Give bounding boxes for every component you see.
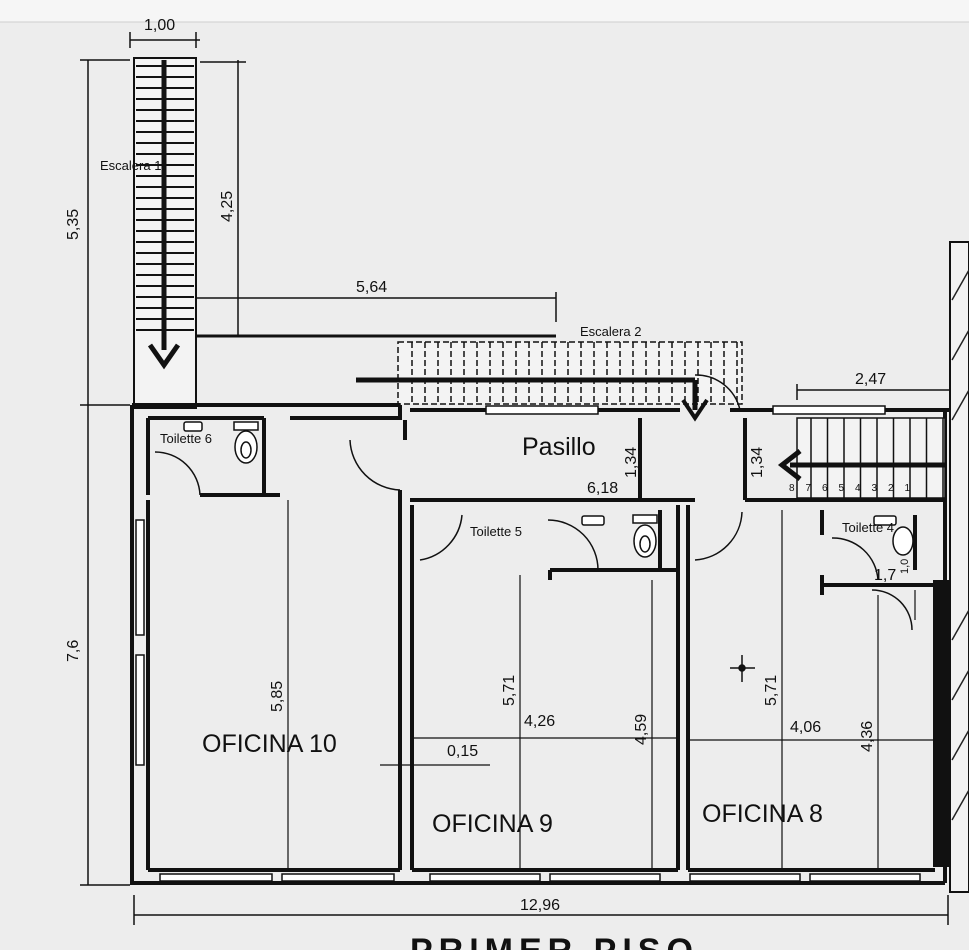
stair-step-number: 7 [806,483,812,494]
pasillo-height-b-label: 1,34 [749,447,766,478]
oficina-9-label: OFICINA 9 [432,810,553,838]
stair-2-label: Escalera 2 [580,324,641,339]
pasillo-height-a-label: 1,34 [623,447,640,478]
total-width-label: 12,96 [520,897,560,914]
interior-walls [146,416,945,872]
stair-1-length-dimension [200,60,246,336]
stair-2 [196,334,743,422]
toilette-4-dim-b-label: 1,0 [899,559,911,574]
top-windows [485,405,886,415]
stair-1-width-dimension [129,32,200,48]
oficina-8-label: OFICINA 8 [702,800,823,828]
left-windows [135,519,145,766]
oficina-9-depth-label: 5,71 [501,675,518,706]
top-toolbar-strip [0,0,969,22]
right-stair [777,417,946,499]
left-upper-dimension-label: 5,35 [65,209,82,240]
right-stair-dimension-label: 2,47 [855,371,886,388]
stair-2-span-label: 5,64 [356,279,387,296]
toilette-6-label: Toilette 6 [160,431,212,446]
toilette-4-label: Toilette 4 [842,520,894,535]
stair-1-width-label: 1,00 [144,17,175,34]
stair-step-number: 6 [822,483,828,494]
floor-heading: PRIMER PISO [410,932,699,950]
stair-step-number: 2 [888,483,894,494]
bottom-windows [159,873,921,882]
left-lower-dimension [80,405,130,886]
stair-step-number: 5 [839,483,845,494]
stair-step-number: 8 [789,483,795,494]
stair-step-number: 3 [872,483,878,494]
oficina-10-depth-label: 5,85 [269,681,286,712]
left-lower-dimension-label: 7,6 [65,640,82,662]
level-marker [730,655,755,682]
oficina-8-inner-label: 4,36 [859,721,876,752]
oficina-10-label: OFICINA 10 [202,730,337,758]
oficina-8-depth-label: 5,71 [763,675,780,706]
toilet-fixtures [183,421,914,558]
stair-1 [133,57,197,409]
pasillo-label: Pasillo [522,433,596,461]
right-stair-dimension [796,384,950,400]
wall-thickness-label: 0,15 [447,743,478,760]
oficina-9-inner-label: 4,59 [633,714,650,745]
stair-1-label: Escalera 1 [100,158,161,173]
doors [154,374,913,631]
stair-step-number: 4 [855,483,861,494]
office-dimension-lines [287,500,935,868]
stair-step-number: 1 [905,483,911,494]
toilette-4-dim-a-label: 1,7 [874,567,896,584]
oficina-9-width-label: 4,26 [524,713,555,730]
stair-2-span-dimension [196,292,557,322]
total-width-dimension [133,895,949,925]
toilette-5-label: Toilette 5 [470,524,522,539]
pasillo-length-label: 6,18 [587,480,618,497]
stair-1-length-label: 4,25 [219,191,236,222]
oficina-8-width-label: 4,06 [790,719,821,736]
